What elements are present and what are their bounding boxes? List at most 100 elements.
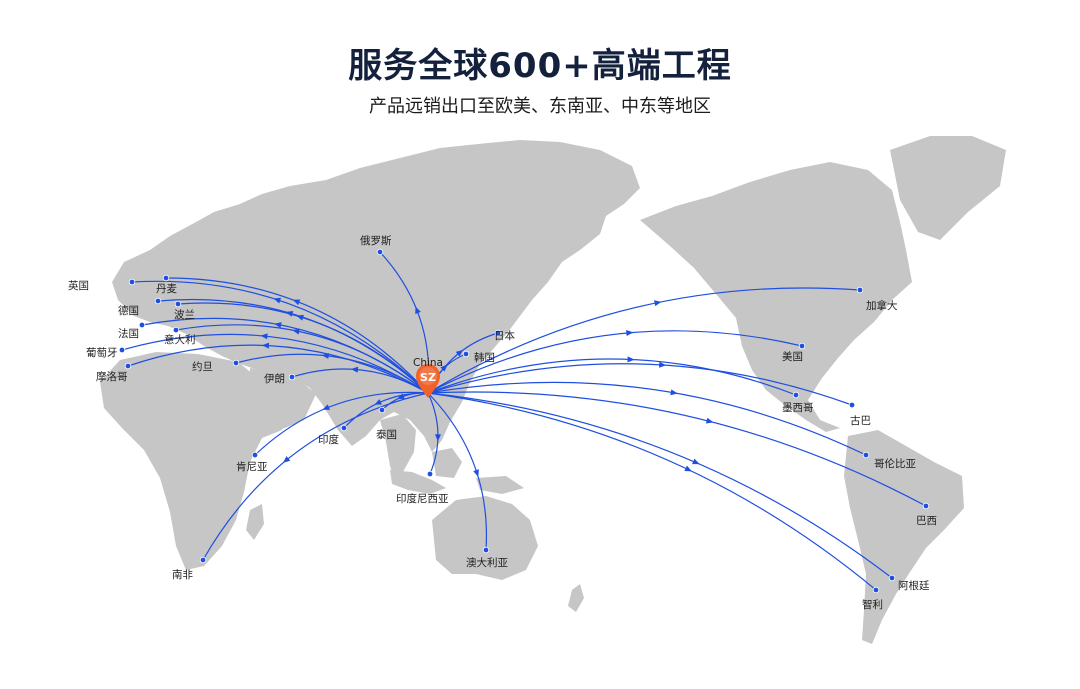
land-indonesia [390,470,446,494]
destination-dot-portugal [118,346,126,354]
destination-label-denmark: 丹麦 [156,283,177,295]
destination-dot-kenya [251,451,259,459]
destination-label-korea: 韩国 [474,351,495,364]
destination-label-japan: 日本 [494,329,515,342]
route-iran [291,368,429,394]
route-morocco [127,344,429,394]
destination-dot-indonesia [426,470,434,478]
destination-label-south-africa: 南非 [172,568,193,581]
destination-label-argentina: 阿根廷 [898,579,930,592]
export-routes [121,251,927,591]
destination-dot-uk [128,278,136,286]
land-japan [480,308,506,358]
destination-dot-jordan [232,359,240,367]
destination-dot-colombia [862,451,870,459]
destination-dot-canada [856,286,864,294]
destination-label-uk: 英国 [68,279,89,292]
route-arrow-morocco [261,342,270,349]
route-australia [427,392,488,551]
page-title: 服务全球600+高端工程 [348,46,732,86]
destination-dot-korea [462,350,470,358]
destination-dot-thailand [378,406,386,414]
land-australia [432,496,538,580]
land-north-america [640,162,912,432]
destination-dot-italy [172,326,180,334]
route-denmark [165,277,429,394]
route-colombia [427,381,867,456]
route-arrow-kenya [322,404,331,410]
route-arrow-korea [440,364,448,372]
destination-dot-iran [288,373,296,381]
route-arrow-japan [455,349,464,357]
destination-dot-brazil [922,502,930,510]
destination-label-india: 印度 [318,433,339,446]
destination-label-mexico: 墨西哥 [782,402,814,414]
destination-label-russia: 俄罗斯 [360,234,392,247]
destination-label-iran: 伊朗 [264,373,285,385]
destination-dot-france [138,321,146,329]
route-usa [427,330,803,394]
destination-markers: 英国丹麦德国波兰法国意大利葡萄牙摩洛哥约旦伊朗俄罗斯日本韩国印度泰国肯尼亚印度尼… [68,234,937,611]
destination-label-germany: 德国 [118,304,139,317]
hub-badge: SZ [420,371,436,384]
route-arrow-usa [626,330,634,337]
route-arrow-mexico [627,356,635,363]
route-mexico [427,358,797,396]
destination-label-australia: 澳大利亚 [466,556,508,569]
land-africa [100,352,282,570]
route-cuba [427,363,853,406]
route-arrow-south-africa [282,456,291,463]
destination-dot-chile [872,586,880,594]
route-arrow-indonesia [434,434,441,442]
destination-dot-russia [376,248,384,256]
destination-label-colombia: 哥伦比亚 [874,457,916,470]
destination-label-thailand: 泰国 [376,428,397,441]
destination-label-chile: 智利 [862,598,883,611]
destination-dot-argentina [888,574,896,582]
route-arrow-brazil [705,417,714,424]
route-arrow-australia [473,469,479,477]
destination-dot-mexico [792,391,800,399]
destination-label-brazil: 巴西 [916,515,937,527]
route-poland [177,302,429,394]
route-arrow-uk [273,297,282,304]
route-arrow-russia [415,306,421,315]
route-indonesia [427,392,439,475]
destination-label-jordan: 约旦 [192,360,213,373]
destination-dot-australia [482,546,490,554]
land-madagascar [246,504,264,540]
destination-label-morocco: 摩洛哥 [96,370,128,383]
route-arrow-poland [296,314,304,321]
land-borneo [432,448,462,478]
route-arrow-denmark [292,299,301,306]
destination-dot-usa [798,342,806,350]
route-arrow-india [374,399,382,405]
route-canada [427,287,861,394]
hub-marker-shenzhen: SZ China [413,357,443,398]
route-arrow-cuba [659,361,667,368]
route-arrow-canada [654,300,662,307]
destination-dot-germany [154,297,162,305]
route-uk [131,280,429,394]
route-italy [175,324,429,394]
route-argentina [427,392,893,579]
destination-dot-japan [494,329,502,337]
route-arrow-france [274,322,282,328]
route-arrow-argentina [692,458,700,465]
route-arrow-thailand [397,393,405,399]
land-british-isles [128,262,148,298]
destination-label-poland: 波兰 [174,308,195,321]
route-arrow-portugal [260,333,268,340]
destination-label-kenya: 肯尼亚 [236,460,268,473]
route-jordan [235,353,429,394]
destination-dot-cuba [848,401,856,409]
world-landmass [100,136,1006,644]
land-eurasia [112,140,640,452]
destination-label-canada: 加拿大 [866,299,898,312]
destination-label-cuba: 古巴 [850,414,871,427]
destination-dot-morocco [124,362,132,370]
land-greenland [890,136,1006,240]
destination-dot-denmark [162,274,170,282]
route-kenya [254,391,429,456]
